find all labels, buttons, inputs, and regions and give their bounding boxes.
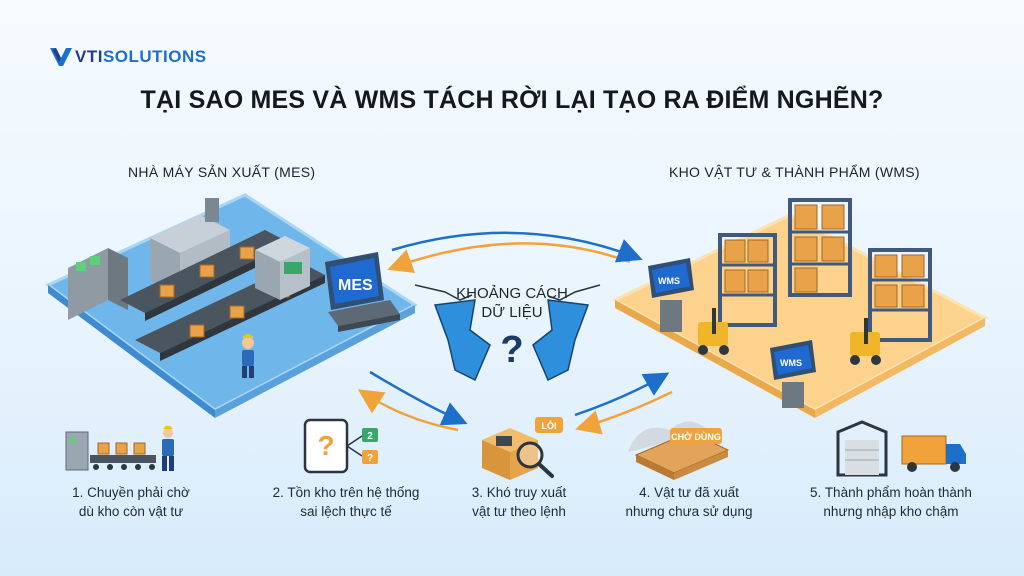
traceability-icon: LỖI — [482, 417, 563, 480]
waiting-badge-text: CHỜ DÙNG — [671, 431, 721, 442]
waiting-badge — [670, 428, 722, 444]
worker-figure — [242, 334, 254, 378]
wms-warehouse: WMS WMS — [611, 198, 989, 418]
wms-screen-label-left: WMS — [658, 276, 680, 286]
mes-factory: MES — [45, 193, 418, 418]
arrow-mes-to-wms — [391, 231, 643, 263]
inventory-mismatch-icon: ? 2 ? — [303, 418, 378, 474]
brand-name: VTISOLUTIONS — [75, 47, 207, 66]
mes-control-cabinet — [68, 248, 128, 320]
svg-text:?: ? — [367, 453, 373, 464]
pallet-icon: CHỜ DÙNG — [628, 421, 730, 480]
production-line-icon — [65, 425, 174, 471]
warehouse-truck-icon — [836, 420, 966, 477]
data-gap: KHOẢNG CÁCH DỮ LIỆU ? — [414, 284, 601, 382]
forklift-left — [698, 308, 729, 355]
flow-arrows — [357, 231, 673, 435]
crack-right — [532, 299, 590, 382]
arrow-wms-to-mes — [387, 242, 631, 274]
svg-text:2: 2 — [367, 431, 373, 442]
wms-computer-left: WMS — [648, 258, 694, 332]
error-badge-text: LỖI — [542, 420, 557, 431]
warehouse-racks — [718, 198, 932, 342]
mes-screen-label: MES — [338, 277, 373, 294]
mes-machine-green — [255, 236, 310, 300]
crack-left — [433, 299, 491, 382]
mes-section-title: NHÀ MÁY SẢN XUẤT (MES) — [128, 164, 316, 180]
mes-computer: MES — [325, 252, 400, 332]
brand-logo: VTISOLUTIONS — [50, 47, 207, 67]
arrow-mes-to-center — [369, 370, 468, 426]
arrow-center-to-wms — [574, 372, 670, 417]
vti-logo-icon — [50, 48, 72, 66]
question-mark-icon: ? — [500, 329, 523, 371]
error-badge — [535, 417, 563, 433]
forklift-right — [850, 318, 881, 365]
arrow-wms-to-center — [575, 390, 673, 435]
gap-label-line2: DỮ LIỆU — [481, 304, 542, 321]
wms-screen-label-center: WMS — [780, 358, 802, 368]
gap-label-line1: KHOẢNG CÁCH — [456, 285, 568, 302]
page-title: TẠI SAO MES VÀ WMS TÁCH RỜI LẠI TẠO RA Đ… — [140, 86, 884, 114]
wms-computer-center: WMS — [770, 340, 816, 408]
svg-text:?: ? — [317, 430, 334, 461]
wms-section-title: KHO VẬT TƯ & THÀNH PHẨM (WMS) — [669, 164, 920, 180]
arrow-center-to-mes — [357, 389, 459, 432]
